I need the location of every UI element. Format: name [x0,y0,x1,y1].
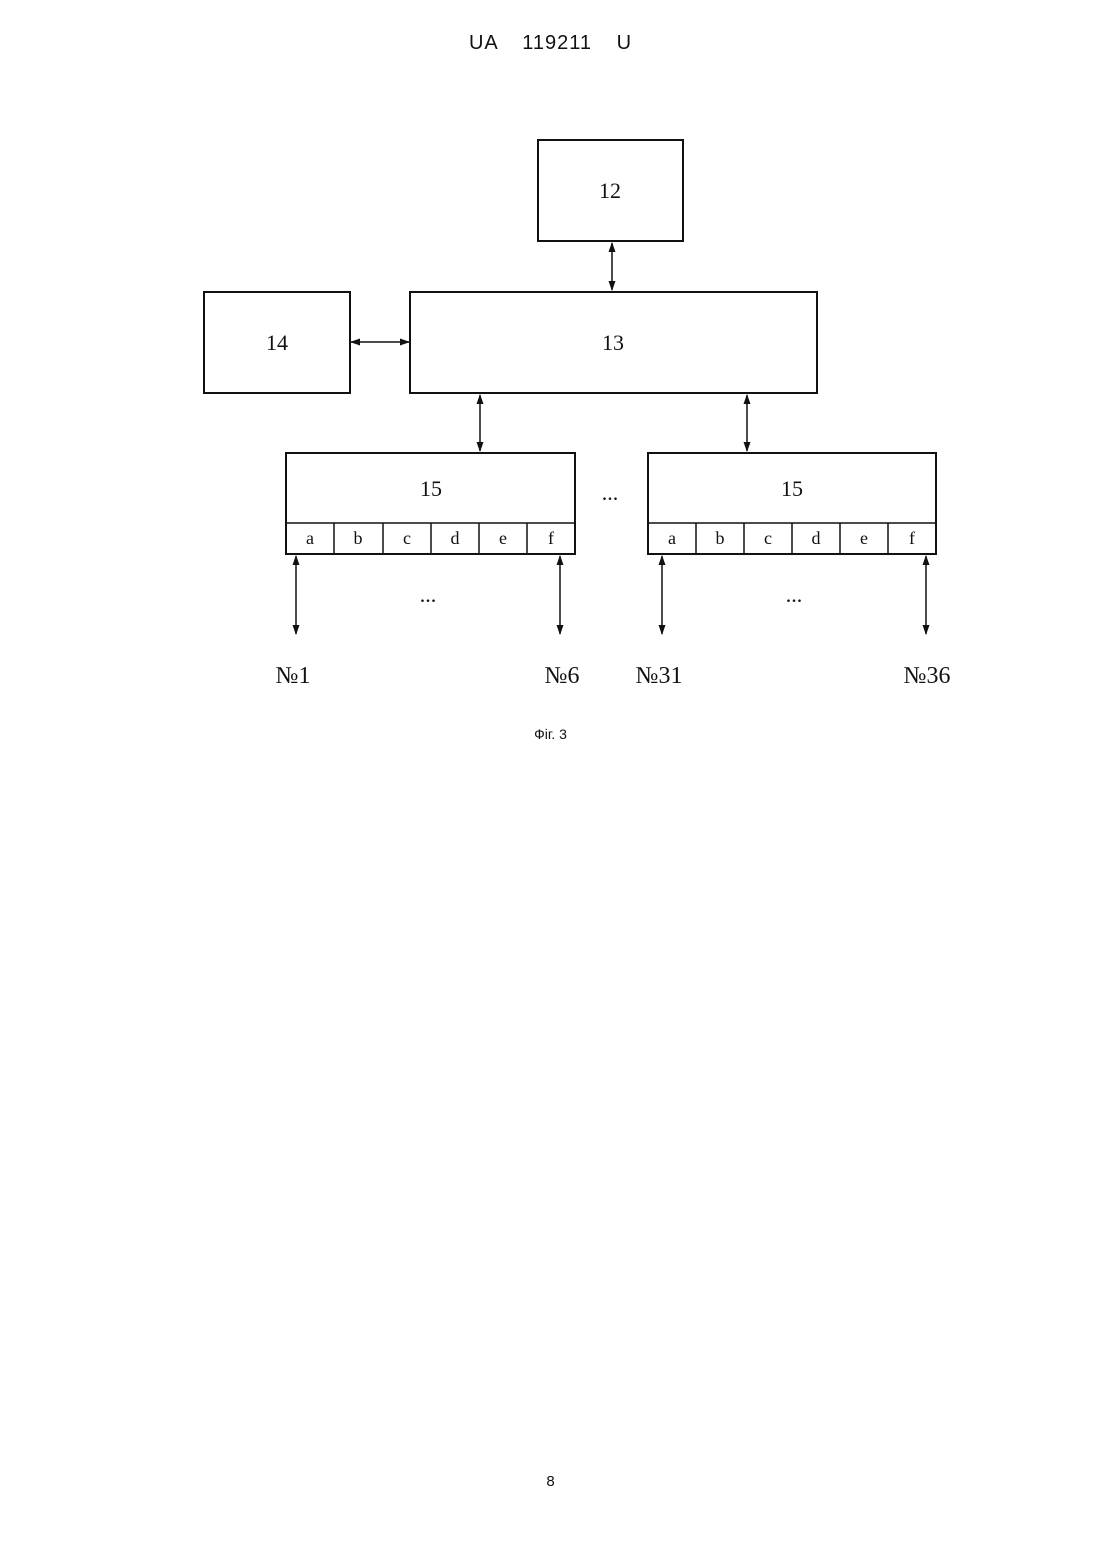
block-12: 12 [538,140,683,241]
cell-b: b [354,528,363,548]
port-label-36: №36 [904,663,951,689]
block-diagram: 12 14 13 15 a b c d e f [0,0,1101,760]
block-15-left: 15 a b c d e f [286,453,575,554]
ellipsis-right-ports: ... [786,582,803,607]
ellipsis-between-blocks: ... [602,480,619,505]
cell-f: f [909,528,915,548]
cell-a: a [306,528,314,548]
block-15-right-label: 15 [781,476,803,501]
ellipsis-left-ports: ... [420,582,437,607]
cell-d: d [451,528,460,548]
block-14-label: 14 [266,330,288,355]
cell-f: f [548,528,554,548]
port-label-6: №6 [545,663,580,689]
block-15-right: 15 a b c d e f [648,453,936,554]
block-13: 13 [410,292,817,393]
figure-caption: Фіг. 3 [0,726,1101,742]
cell-a: a [668,528,676,548]
port-label-1: №1 [276,663,311,689]
cell-d: d [812,528,821,548]
block-13-label: 13 [602,330,624,355]
cell-c: c [764,528,772,548]
block-14: 14 [204,292,350,393]
port-label-31: №31 [636,663,683,689]
page-number: 8 [0,1473,1101,1490]
cell-c: c [403,528,411,548]
cell-e: e [499,528,507,548]
block-12-label: 12 [599,178,621,203]
cell-b: b [716,528,725,548]
block-15-left-label: 15 [420,476,442,501]
cell-e: e [860,528,868,548]
